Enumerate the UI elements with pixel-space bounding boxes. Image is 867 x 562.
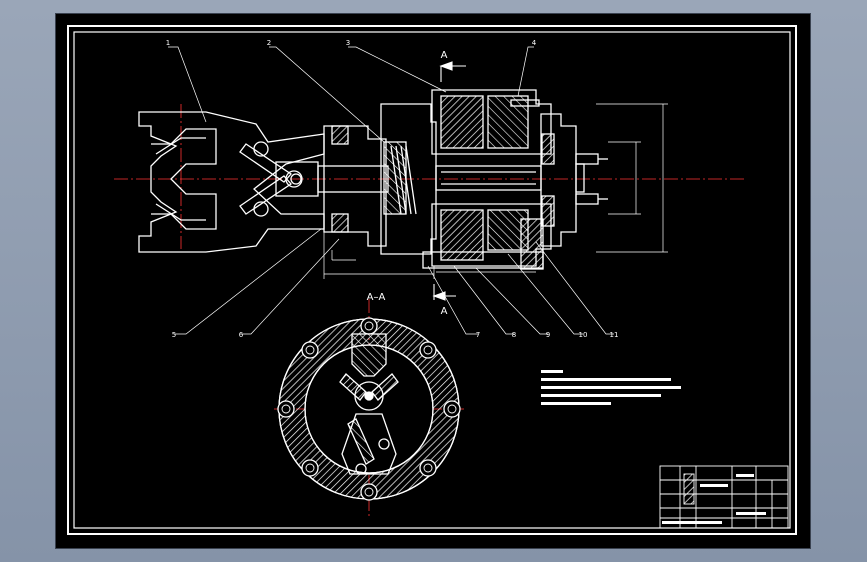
part-label-9: 9 — [546, 331, 550, 339]
part-label-2: 2 — [267, 39, 271, 47]
part-label-8: 8 — [512, 331, 516, 339]
title-block — [659, 465, 789, 529]
mechanical-drawing: A A 1 2 3 4 5 6 7 8 9 10 11 A–A — [67, 25, 797, 535]
part-label-11: 11 — [610, 331, 619, 339]
section-label-bottom: A — [441, 306, 448, 317]
section-view-title: A–A — [367, 292, 386, 303]
drawing-sheet: A A 1 2 3 4 5 6 7 8 9 10 11 A–A — [56, 14, 810, 548]
part-label-4: 4 — [532, 39, 537, 47]
part-label-10: 10 — [579, 331, 588, 339]
technical-requirements-text — [541, 370, 681, 405]
gripper-jaw-assembly — [138, 111, 325, 253]
section-label-top: A — [441, 50, 448, 61]
part-labels: 1 2 3 4 5 6 7 8 9 10 11 — [166, 39, 619, 339]
dimension-lines — [323, 103, 668, 279]
section-view-a-a — [277, 317, 461, 501]
part-label-7: 7 — [476, 331, 480, 339]
part-label-5: 5 — [172, 331, 176, 339]
cylinder-body — [317, 89, 608, 270]
part-label-6: 6 — [239, 331, 244, 339]
part-leader-lines — [168, 46, 614, 335]
drawing-frame — [67, 25, 797, 535]
part-label-1: 1 — [166, 39, 170, 47]
bolt-holes — [277, 317, 461, 501]
part-label-3: 3 — [346, 39, 350, 47]
